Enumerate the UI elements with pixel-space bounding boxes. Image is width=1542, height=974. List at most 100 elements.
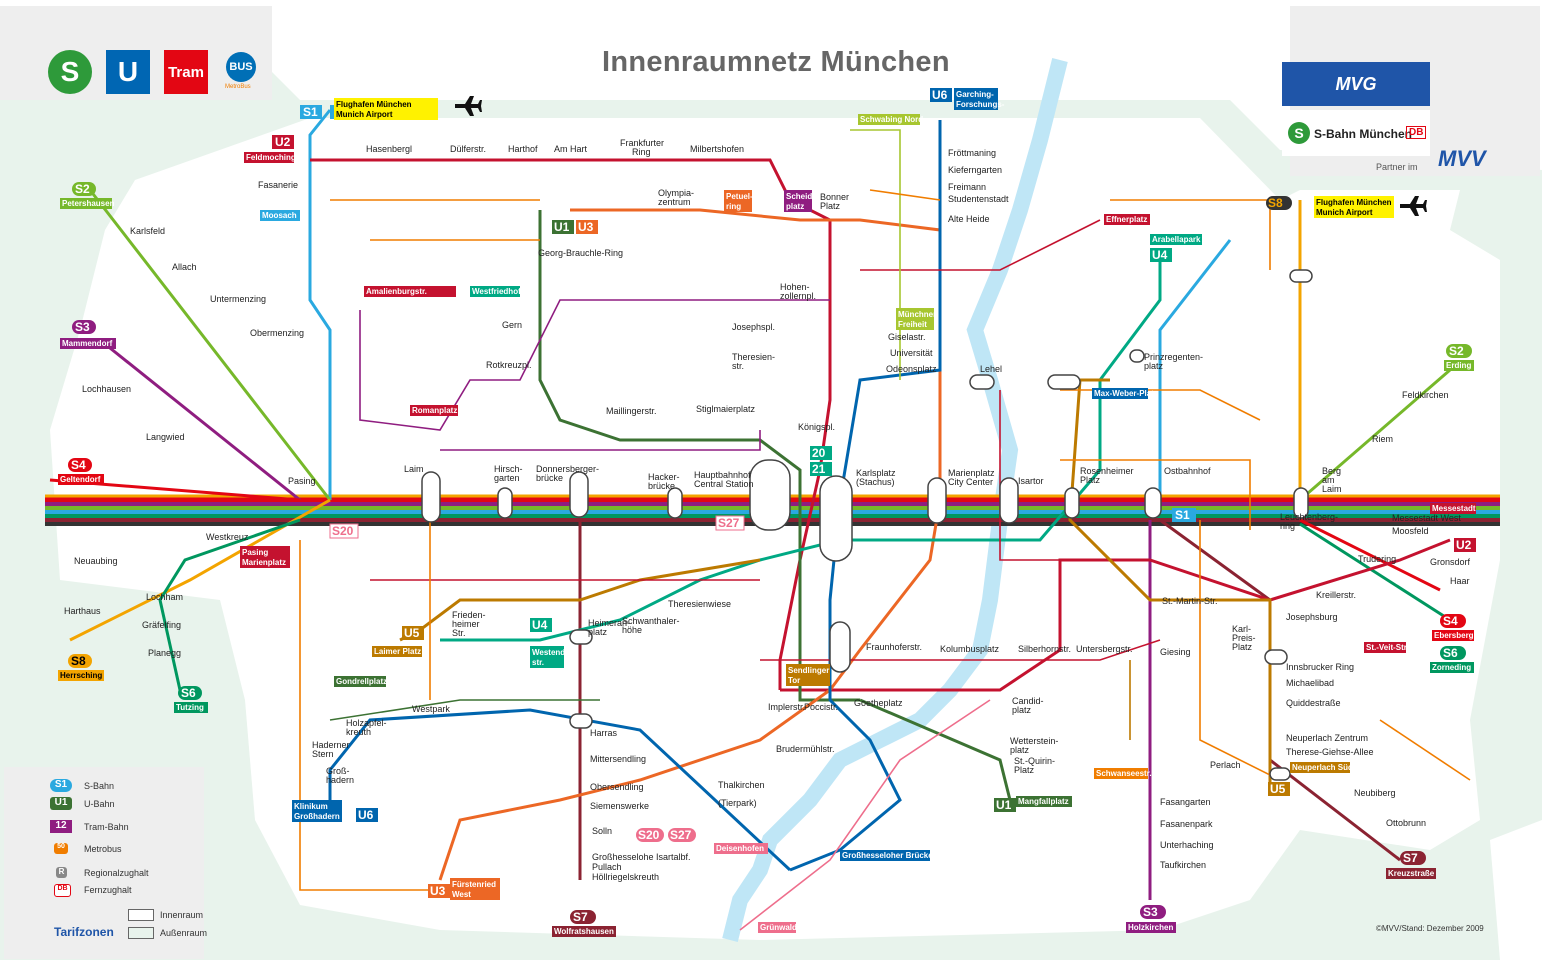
svg-text:Kolumbusplatz: Kolumbusplatz [940, 644, 1000, 654]
legend-zones-title: Tarifzonen [54, 925, 114, 939]
svg-text:Berg: Berg [1322, 466, 1341, 476]
svg-text:U5: U5 [1270, 782, 1286, 796]
legend-inner-zone-label: Innenraum [160, 910, 204, 920]
svg-text:Trudering: Trudering [1358, 554, 1396, 564]
svg-text:Fraunhoferstr.: Fraunhoferstr. [866, 642, 922, 652]
svg-text:S20: S20 [332, 524, 354, 538]
svg-text:Flughafen München: Flughafen München [1316, 198, 1392, 207]
svg-text:S8: S8 [1268, 196, 1283, 210]
svg-text:Laim: Laim [1322, 484, 1342, 494]
legend-outer-zone-label: Außenraum [160, 928, 208, 938]
svg-text:Neubiberg: Neubiberg [1354, 788, 1396, 798]
svg-text:Gräfelfing: Gräfelfing [142, 620, 181, 630]
tram-logo: Tram [164, 50, 208, 94]
svg-text:Untersbergstr.: Untersbergstr. [1076, 644, 1133, 654]
svg-text:Westpark: Westpark [412, 704, 450, 714]
svg-text:Neuperlach Süd: Neuperlach Süd [1292, 763, 1353, 772]
svg-text:Moosach: Moosach [262, 211, 297, 220]
svg-text:Maillingerstr.: Maillingerstr. [606, 406, 657, 416]
svg-text:Münchner: Münchner [898, 310, 936, 319]
svg-text:garten: garten [494, 473, 520, 483]
svg-text:S2: S2 [75, 182, 90, 196]
svg-text:Messestadt West: Messestadt West [1392, 513, 1461, 523]
svg-text:St.-Veit-Str.: St.-Veit-Str. [1366, 643, 1409, 652]
svg-text:Arabellapark: Arabellapark [1152, 235, 1201, 244]
svg-text:Milbertshofen: Milbertshofen [690, 144, 744, 154]
svg-text:S3: S3 [1143, 905, 1158, 919]
svg-text:Isartor: Isartor [1018, 476, 1044, 486]
svg-text:Moosfeld: Moosfeld [1392, 526, 1429, 536]
legend-metrobus-symbol: 50 [54, 843, 68, 854]
svg-text:brücke: brücke [648, 481, 675, 491]
svg-text:Pullach: Pullach [592, 862, 622, 872]
svg-text:U6: U6 [932, 88, 948, 102]
svg-text:Kreillerstr.: Kreillerstr. [1316, 590, 1356, 600]
svg-text:platz: platz [588, 627, 608, 637]
svg-text:hadern: hadern [326, 775, 354, 785]
svg-text:Geltendorf: Geltendorf [60, 475, 101, 484]
svg-text:Innsbrucker Ring: Innsbrucker Ring [1286, 662, 1354, 672]
legend-regional-symbol: R [56, 867, 67, 878]
svg-text:Theresien-: Theresien- [732, 352, 775, 362]
svg-text:Lochhausen: Lochhausen [82, 384, 131, 394]
svg-text:Karl-: Karl- [1232, 624, 1251, 634]
svg-text:Ebersberg: Ebersberg [1434, 631, 1474, 640]
svg-text:Petershausen: Petershausen [62, 199, 115, 208]
svg-text:City Center: City Center [948, 477, 993, 487]
terminus-labels: Feldmoching Petershausen Mammendorf Gelt… [58, 88, 1476, 937]
svg-text:Feldkirchen: Feldkirchen [1402, 390, 1449, 400]
svg-text:Brudermühlstr.: Brudermühlstr. [776, 744, 835, 754]
sbahn-branches [49, 109, 1451, 900]
svg-text:zollernpl.: zollernpl. [780, 291, 816, 301]
db-logo: DB [1406, 126, 1427, 139]
svg-text:S4: S4 [71, 458, 86, 472]
svg-text:Lehel: Lehel [980, 364, 1002, 374]
svg-text:(Stachus): (Stachus) [856, 477, 895, 487]
svg-text:Platz: Platz [820, 201, 841, 211]
svg-text:Heimeran-: Heimeran- [588, 618, 630, 628]
interchange-stations [421, 269, 1313, 781]
svg-text:Marienplatz: Marienplatz [948, 468, 995, 478]
svg-text:S27: S27 [718, 516, 740, 530]
svg-text:Josephspl.: Josephspl. [732, 322, 775, 332]
svg-text:Haderner: Haderner [312, 740, 350, 750]
svg-text:Karlsplatz: Karlsplatz [856, 468, 896, 478]
legend-sbahn-symbol: S1 [50, 779, 72, 792]
svg-text:Platz: Platz [1014, 765, 1035, 775]
svg-text:Mammendorf: Mammendorf [62, 339, 113, 348]
svg-text:Amalienburgstr.: Amalienburgstr. [366, 287, 427, 296]
sbahn-muenchen-text: S-Bahn München [1314, 127, 1412, 141]
svg-text:S8: S8 [71, 654, 86, 668]
svg-text:Ottobrunn: Ottobrunn [1386, 818, 1426, 828]
bus-logo: BUS [226, 52, 256, 82]
legend-tram-label: Tram-Bahn [84, 822, 129, 832]
svg-text:Westfriedhof: Westfriedhof [472, 287, 521, 296]
svg-text:Leuchtenberg-: Leuchtenberg- [1280, 512, 1338, 522]
svg-text:Klinikum: Klinikum [294, 802, 328, 811]
svg-text:Petuel-: Petuel- [726, 192, 753, 201]
svg-text:Gern: Gern [502, 320, 522, 330]
svg-text:kreuth: kreuth [346, 727, 371, 737]
svg-text:U3: U3 [430, 884, 446, 898]
svg-text:Untermenzing: Untermenzing [210, 294, 266, 304]
svg-text:S6: S6 [1443, 646, 1458, 660]
svg-text:Unterhaching: Unterhaching [1160, 840, 1214, 850]
svg-text:Kreuzstraße: Kreuzstraße [1388, 869, 1435, 878]
svg-text:Munich Airport: Munich Airport [1316, 208, 1373, 217]
svg-text:Odeonsplatz: Odeonsplatz [886, 364, 937, 374]
svg-text:Hohen-: Hohen- [780, 282, 810, 292]
svg-text:Mittersendling: Mittersendling [590, 754, 646, 764]
svg-text:S27: S27 [670, 828, 692, 842]
svg-text:Forschungs-: Forschungs- [956, 100, 1005, 109]
svg-text:Zorneding: Zorneding [1432, 663, 1471, 672]
svg-text:S1: S1 [303, 105, 318, 119]
svg-text:20: 20 [812, 446, 826, 460]
svg-text:Candid-: Candid- [1012, 696, 1044, 706]
svg-text:Fürstenried: Fürstenried [452, 880, 496, 889]
svg-text:Grünwald: Grünwald [760, 923, 797, 932]
svg-text:Groß-: Groß- [326, 766, 350, 776]
metrobus-caption: MetroBus [225, 84, 251, 90]
svg-text:str.: str. [532, 658, 544, 667]
svg-text:Scheid-: Scheid- [786, 192, 815, 201]
svg-text:(Tierpark): (Tierpark) [718, 798, 757, 808]
